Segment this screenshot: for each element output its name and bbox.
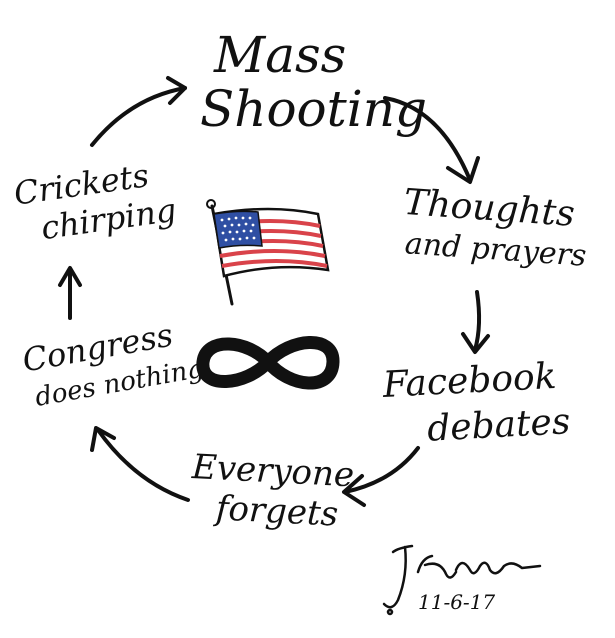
signature-date: 11-6-17	[418, 592, 495, 612]
